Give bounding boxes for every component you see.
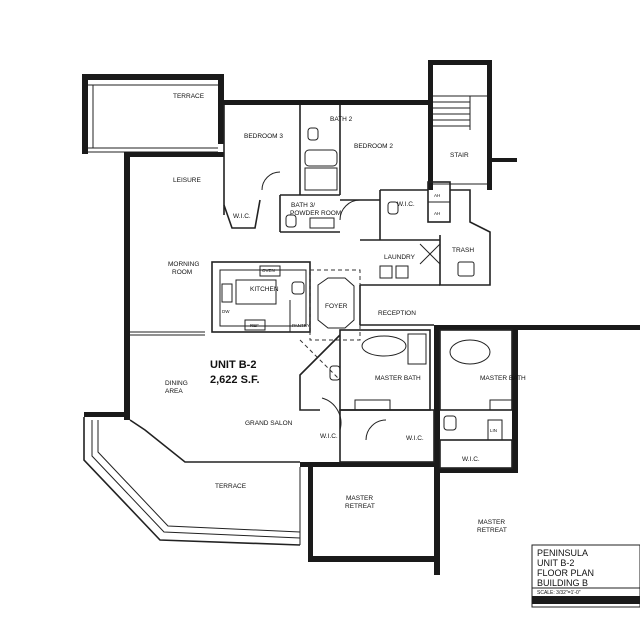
label-grand-salon: GRAND SALON bbox=[245, 420, 293, 427]
label-morning-room-line1: MORNING bbox=[168, 261, 199, 268]
label-ah1: AH bbox=[434, 193, 440, 198]
label-master-retreat-line2: RETREAT bbox=[345, 503, 375, 510]
title-line1: PENINSULA bbox=[537, 548, 588, 558]
label-terrace-bottom: TERRACE bbox=[215, 483, 247, 490]
label-wic-master2: W.I.C. bbox=[406, 435, 424, 442]
label-foyer: FOYER bbox=[325, 303, 348, 310]
title-scale: SCALE: 3/32"=1'-0" bbox=[537, 590, 581, 596]
label-wic-bed2: W.I.C. bbox=[397, 201, 415, 208]
label-master-bath-right: MASTER BATH bbox=[480, 375, 526, 382]
label-wic-bed3: W.I.C. bbox=[233, 213, 251, 220]
label-lin: LIN bbox=[490, 428, 497, 433]
title-line3: FLOOR PLAN bbox=[537, 568, 594, 578]
label-leisure: LEISURE bbox=[173, 177, 201, 184]
label-dw: DW bbox=[222, 309, 230, 314]
label-stair: STAIR bbox=[450, 152, 469, 159]
title-line2: UNIT B-2 bbox=[537, 558, 574, 568]
label-trash: TRASH bbox=[452, 247, 474, 254]
label-morning-room-line2: ROOM bbox=[172, 269, 192, 276]
kitchen-fixtures bbox=[211, 261, 311, 333]
label-terrace-top: TERRACE bbox=[173, 93, 205, 100]
title-line4: BUILDING B bbox=[537, 578, 588, 588]
label-master-retreat-right-line1: MASTER bbox=[478, 519, 505, 526]
label-bedroom2: BEDROOM 2 bbox=[354, 143, 393, 150]
label-bath2: BATH 2 bbox=[330, 116, 353, 123]
label-laundry: LAUNDRY bbox=[384, 254, 416, 261]
label-bath3-line2: POWDER ROOM bbox=[290, 210, 341, 217]
label-bedroom3: BEDROOM 3 bbox=[244, 133, 283, 140]
foyer-outline bbox=[299, 269, 434, 381]
exterior-walls bbox=[84, 60, 640, 575]
master-bath-fixtures bbox=[299, 329, 457, 463]
label-ah2: AH bbox=[434, 211, 440, 216]
label-wic-master1: W.I.C. bbox=[320, 433, 338, 440]
label-master-retreat-line1: MASTER bbox=[346, 495, 373, 502]
right-unit-fixtures bbox=[439, 329, 513, 469]
stair-treads bbox=[433, 95, 487, 185]
terrace-top bbox=[82, 74, 224, 154]
label-kitchen: KITCHEN bbox=[250, 286, 279, 293]
bedroom-walls bbox=[223, 105, 428, 240]
label-ref: REF bbox=[250, 323, 259, 328]
title-block bbox=[531, 544, 640, 608]
label-reception: RECEPTION bbox=[378, 310, 416, 317]
unit-area: 2,622 S.F. bbox=[210, 374, 260, 386]
label-bath3-line1: BATH 3/ bbox=[291, 202, 315, 209]
salon-terrace-outline bbox=[83, 417, 301, 546]
label-pantry: PANTRY bbox=[292, 323, 310, 328]
label-oven: OVEN bbox=[262, 268, 275, 273]
label-dining-line1: DINING bbox=[165, 380, 188, 387]
utility-walls bbox=[360, 181, 491, 286]
label-dining-line2: AREA bbox=[165, 388, 183, 395]
label-wic-right: W.I.C. bbox=[462, 456, 480, 463]
label-master-bath: MASTER BATH bbox=[375, 375, 421, 382]
unit-name: UNIT B-2 bbox=[210, 359, 256, 371]
interior-dividers bbox=[130, 331, 205, 336]
label-master-retreat-right-line2: RETREAT bbox=[477, 527, 507, 534]
